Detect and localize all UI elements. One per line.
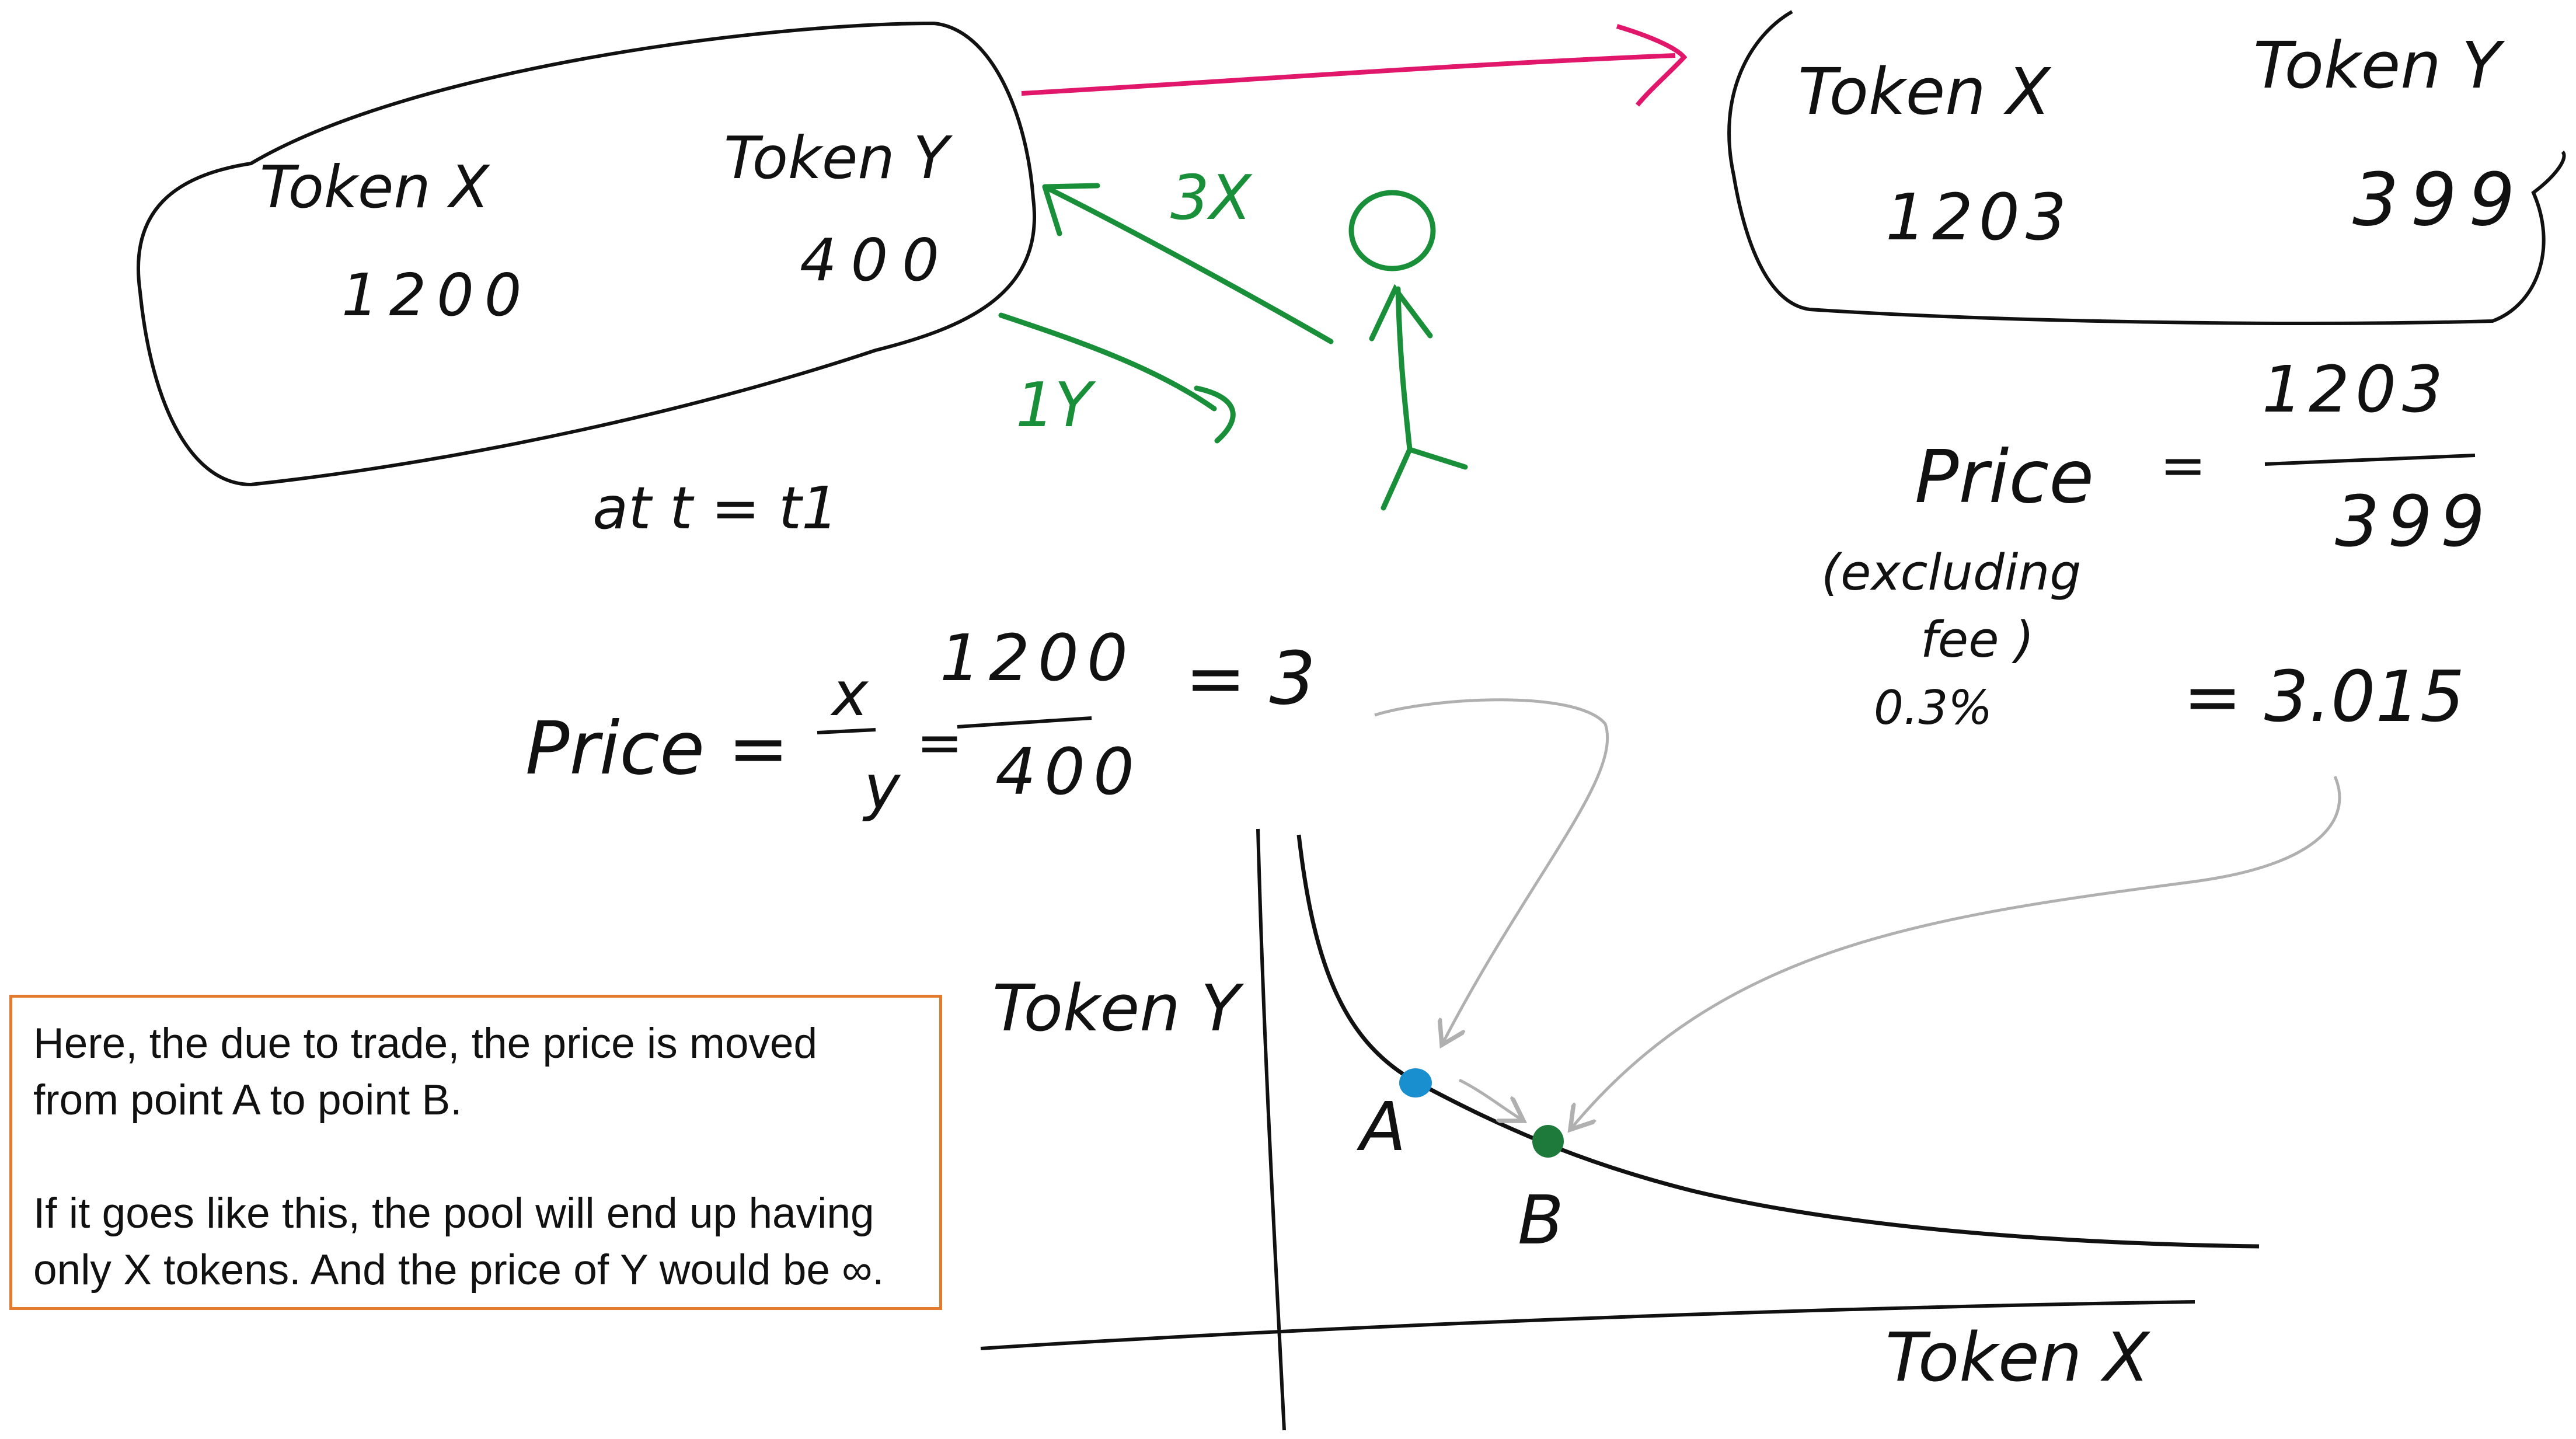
point-b-label: B — [1518, 1182, 1564, 1260]
price-after-result: = 3.015 — [2183, 657, 2465, 738]
pointer-arrow-to-a — [1374, 698, 1609, 1045]
constant-product-curve — [1296, 834, 2260, 1249]
price-before-ratio-bottom: y — [862, 752, 901, 823]
pool-after-token-y-amount: 399 — [2352, 158, 2527, 242]
explanation-note: Here, the due to trade, the price is mov… — [9, 995, 942, 1310]
note-line-2: from point A to point B. — [33, 1076, 462, 1124]
pool-after-token-x-label: Token X — [1798, 54, 2052, 129]
price-before-numerator: 1200 — [940, 621, 1136, 695]
price-before-fraction-bar — [957, 716, 1092, 729]
y-axis — [1256, 828, 1286, 1431]
price-after-note-line2: fee ) — [1920, 611, 2034, 669]
price-after-label: Price — [1915, 435, 2094, 520]
pool-before-token-x-amount: 1200 — [341, 261, 532, 329]
pool-before-token-y-amount: 400 — [800, 226, 953, 294]
x-axis — [980, 1300, 2195, 1350]
price-before-denominator: 400 — [995, 734, 1142, 809]
point-a-label: A — [1356, 1088, 1406, 1166]
price-after-denominator: 399 — [2335, 482, 2493, 563]
price-before-equals: = — [916, 711, 963, 775]
pool-before-token-x-label: Token X — [260, 153, 491, 221]
pool-after-token-y-label: Token Y — [2253, 28, 2505, 103]
pool-after-token-x-amount: 1203 — [1885, 180, 2072, 255]
pool-after-outline — [1727, 10, 2566, 325]
pointer-arrow-a-to-b — [1458, 1078, 1524, 1121]
transition-arrow — [1021, 53, 1676, 96]
y-axis-label: Token Y — [992, 971, 1245, 1046]
point-a-marker — [1399, 1068, 1432, 1097]
withdraw-label: 1Y — [1016, 370, 1096, 441]
note-line-4: only X tokens. And the price of Y would … — [33, 1246, 884, 1294]
price-before-result: = 3 — [1185, 636, 1316, 721]
deposit-label: 3X — [1170, 162, 1253, 234]
deposit-arrow — [1042, 183, 1334, 344]
pool-before-token-y-label: Token Y — [724, 124, 953, 192]
pool-before-time-label: at t = t1 — [592, 474, 839, 542]
note-line-1: Here, the due to trade, the price is mov… — [33, 1020, 818, 1067]
point-b-marker — [1532, 1125, 1564, 1158]
trader-figure — [1348, 190, 1468, 511]
price-after-equals: = — [2160, 434, 2206, 498]
pointer-arrow-to-b — [1570, 776, 2341, 1130]
note-spacer — [33, 1128, 918, 1185]
price-after-note-line1: (excluding — [1821, 544, 2081, 602]
price-before-prefix: Price = — [525, 706, 789, 791]
x-axis-label: Token X — [1885, 1319, 2150, 1397]
price-before-ratio-bar — [817, 728, 876, 734]
price-after-note-line3: 0.3% — [1874, 681, 1992, 735]
withdraw-arrow — [998, 312, 1236, 444]
price-before-ratio-top: x — [830, 658, 869, 730]
note-line-3: If it goes like this, the pool will end … — [33, 1190, 874, 1237]
price-after-fraction-bar — [2264, 454, 2476, 466]
price-after-numerator: 1203 — [2262, 352, 2449, 427]
transition-arrow-head — [1616, 24, 1688, 107]
pool-before-outline — [136, 21, 1036, 487]
